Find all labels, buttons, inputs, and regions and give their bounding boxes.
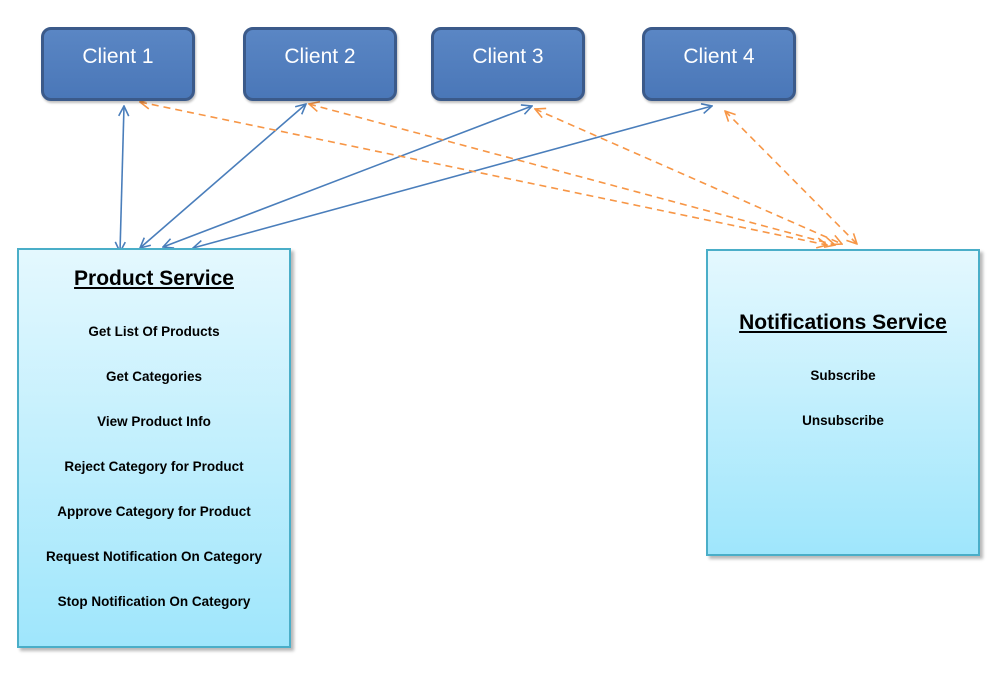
product-operation: Reject Category for Product: [64, 459, 244, 474]
notifications-service-title: Notifications Service: [739, 311, 947, 334]
link-client3-product: [163, 106, 532, 247]
notifications-operation: Subscribe: [810, 368, 876, 383]
product-service-title: Product Service: [74, 267, 234, 290]
notifications-operation: Unsubscribe: [802, 413, 884, 428]
link-client2-notifications: [309, 104, 835, 245]
notifications-service-box: Notifications Service Subscribe Unsubscr…: [706, 249, 980, 556]
product-operation: Get Categories: [105, 369, 203, 384]
product-service-box: Product Service Get List Of Products Get…: [17, 248, 291, 648]
product-operation: Approve Category for Product: [57, 504, 251, 519]
client-2-box: Client 2: [243, 27, 397, 101]
link-client4-notifications: [725, 111, 857, 244]
product-operation: Get List Of Products: [88, 324, 220, 339]
client-1-box: Client 1: [41, 27, 195, 101]
product-operation: Stop Notification On Category: [57, 594, 251, 609]
product-operation: View Product Info: [97, 414, 211, 429]
link-client2-product: [140, 104, 306, 248]
link-client1-product: [120, 106, 124, 252]
product-operation: Request Notification On Category: [45, 549, 263, 564]
client-4-box: Client 4: [642, 27, 796, 101]
client-3-box: Client 3: [431, 27, 585, 101]
link-client4-product: [193, 106, 712, 248]
link-client1-notifications: [140, 102, 827, 245]
